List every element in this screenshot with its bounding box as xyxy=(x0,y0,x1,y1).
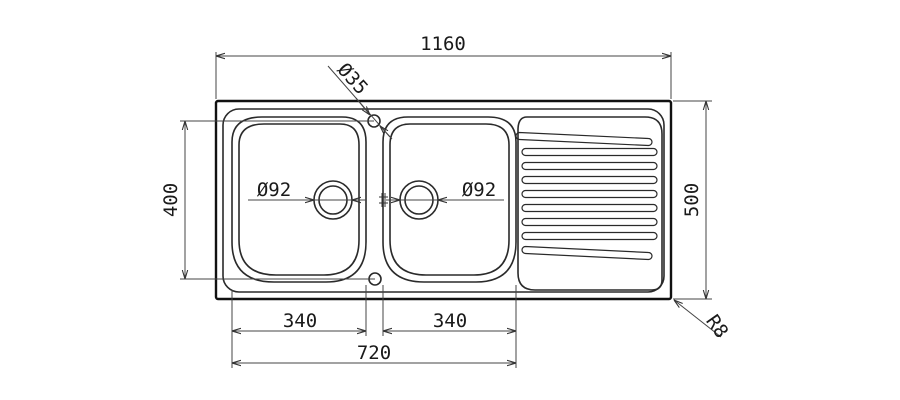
dim-bowl-height: 400 xyxy=(160,120,375,280)
drainer-rib xyxy=(521,189,658,199)
label-tap-hole: Ø35 xyxy=(333,59,372,99)
label-left-bowl-width: 340 xyxy=(283,310,317,332)
label-bowl-height: 400 xyxy=(160,183,182,217)
label-left-drain: Ø92 xyxy=(257,179,291,201)
drainer-rib xyxy=(521,203,658,213)
dim-bowl-widths: 340 340 xyxy=(231,285,517,368)
dim-bowls-total: 720 xyxy=(232,342,516,364)
dim-left-drain: Ø92 xyxy=(248,179,366,201)
drainer-area xyxy=(517,116,663,291)
drainer-rib xyxy=(521,231,658,241)
sink-outline xyxy=(214,99,673,301)
sink-inner-rim xyxy=(222,108,665,293)
label-overall-width: 1160 xyxy=(420,33,466,55)
label-right-drain: Ø92 xyxy=(462,179,496,201)
drainer-rib xyxy=(521,147,658,157)
left-bowl-inner xyxy=(238,123,360,276)
drainer-rib xyxy=(521,175,658,185)
drainer-rib xyxy=(521,217,658,227)
label-corner-radius: R8 xyxy=(701,311,732,342)
dim-corner-radius: R8 xyxy=(674,300,732,342)
dim-overall-width: 1160 xyxy=(215,33,672,99)
label-overall-height: 500 xyxy=(681,183,703,217)
dim-overall-height: 500 xyxy=(673,100,712,300)
centre-mark xyxy=(379,193,388,207)
dim-right-drain: Ø92 xyxy=(386,179,504,201)
drainer-rib xyxy=(521,161,658,171)
dim-tap-hole: Ø35 xyxy=(327,59,393,140)
label-bowls-total-width: 720 xyxy=(357,342,391,364)
drainer-rib xyxy=(515,131,653,147)
drainer-ribs xyxy=(515,131,658,261)
left-bowl xyxy=(231,116,367,283)
label-right-bowl-width: 340 xyxy=(433,310,467,332)
drainer-rib xyxy=(521,245,653,261)
